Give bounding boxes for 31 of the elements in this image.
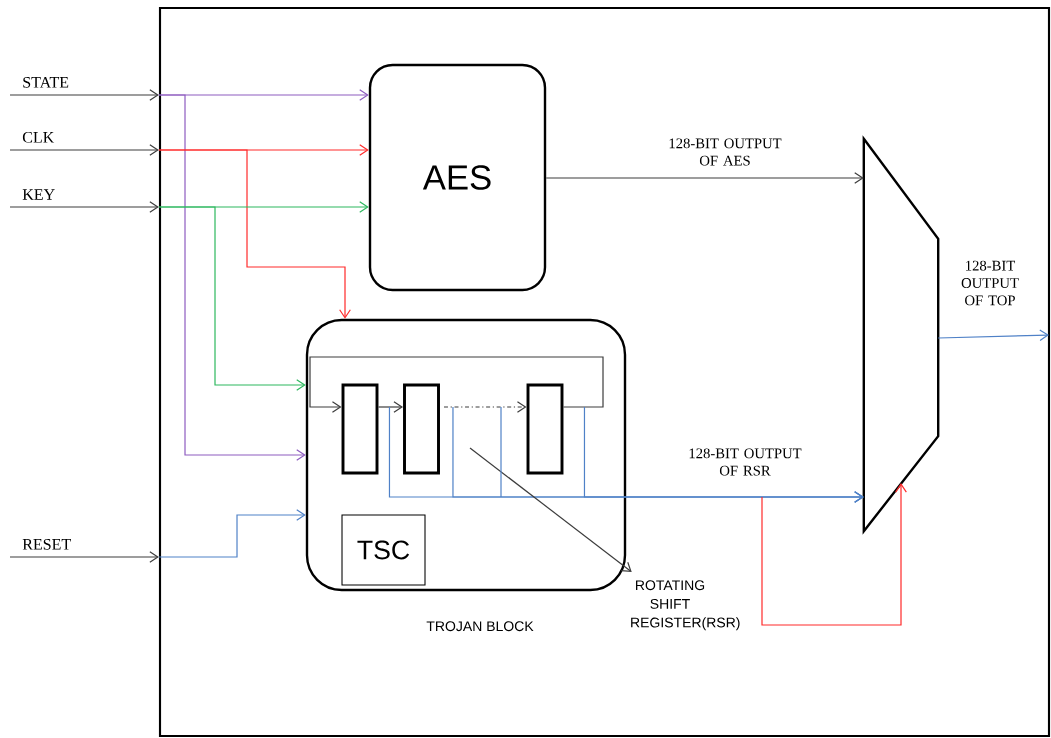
register-box [341, 383, 379, 475]
arrow [377, 401, 404, 413]
register-box [403, 383, 440, 475]
edge-label: 128-BIT OUTPUT OF RSR [683, 447, 807, 477]
system-boundary [158, 6, 1051, 738]
input-label: RESET [22, 538, 71, 550]
input-label: KEY [22, 189, 55, 200]
arrow [545, 172, 864, 184]
arrow [583, 406, 864, 503]
arrow [443, 401, 527, 413]
arrow [9, 201, 159, 213]
arrow [9, 144, 159, 156]
arrow [158, 94, 306, 461]
edge-label: 128-BIT OUTPUT OF TOP [945, 259, 1035, 307]
arrow [158, 509, 306, 558]
arrow [937, 329, 1049, 342]
aes-block: AES [368, 63, 547, 292]
arrow [158, 149, 351, 319]
edge-label: 128-BIT OUTPUT OF AES [663, 137, 787, 167]
arrow [9, 551, 159, 563]
arrow [761, 483, 907, 626]
arrow [309, 356, 604, 413]
tsc-box: TSC [341, 514, 426, 586]
rsr-label: ROTATING SHIFT REGISTER(RSR) [631, 580, 740, 631]
node-label: TROJAN BLOCK [426, 621, 534, 632]
arrow [469, 447, 632, 572]
input-label: CLK [22, 131, 55, 143]
input-label: STATE [23, 76, 69, 88]
register-box [526, 383, 564, 475]
arrow [9, 89, 159, 101]
arrow [158, 206, 306, 391]
